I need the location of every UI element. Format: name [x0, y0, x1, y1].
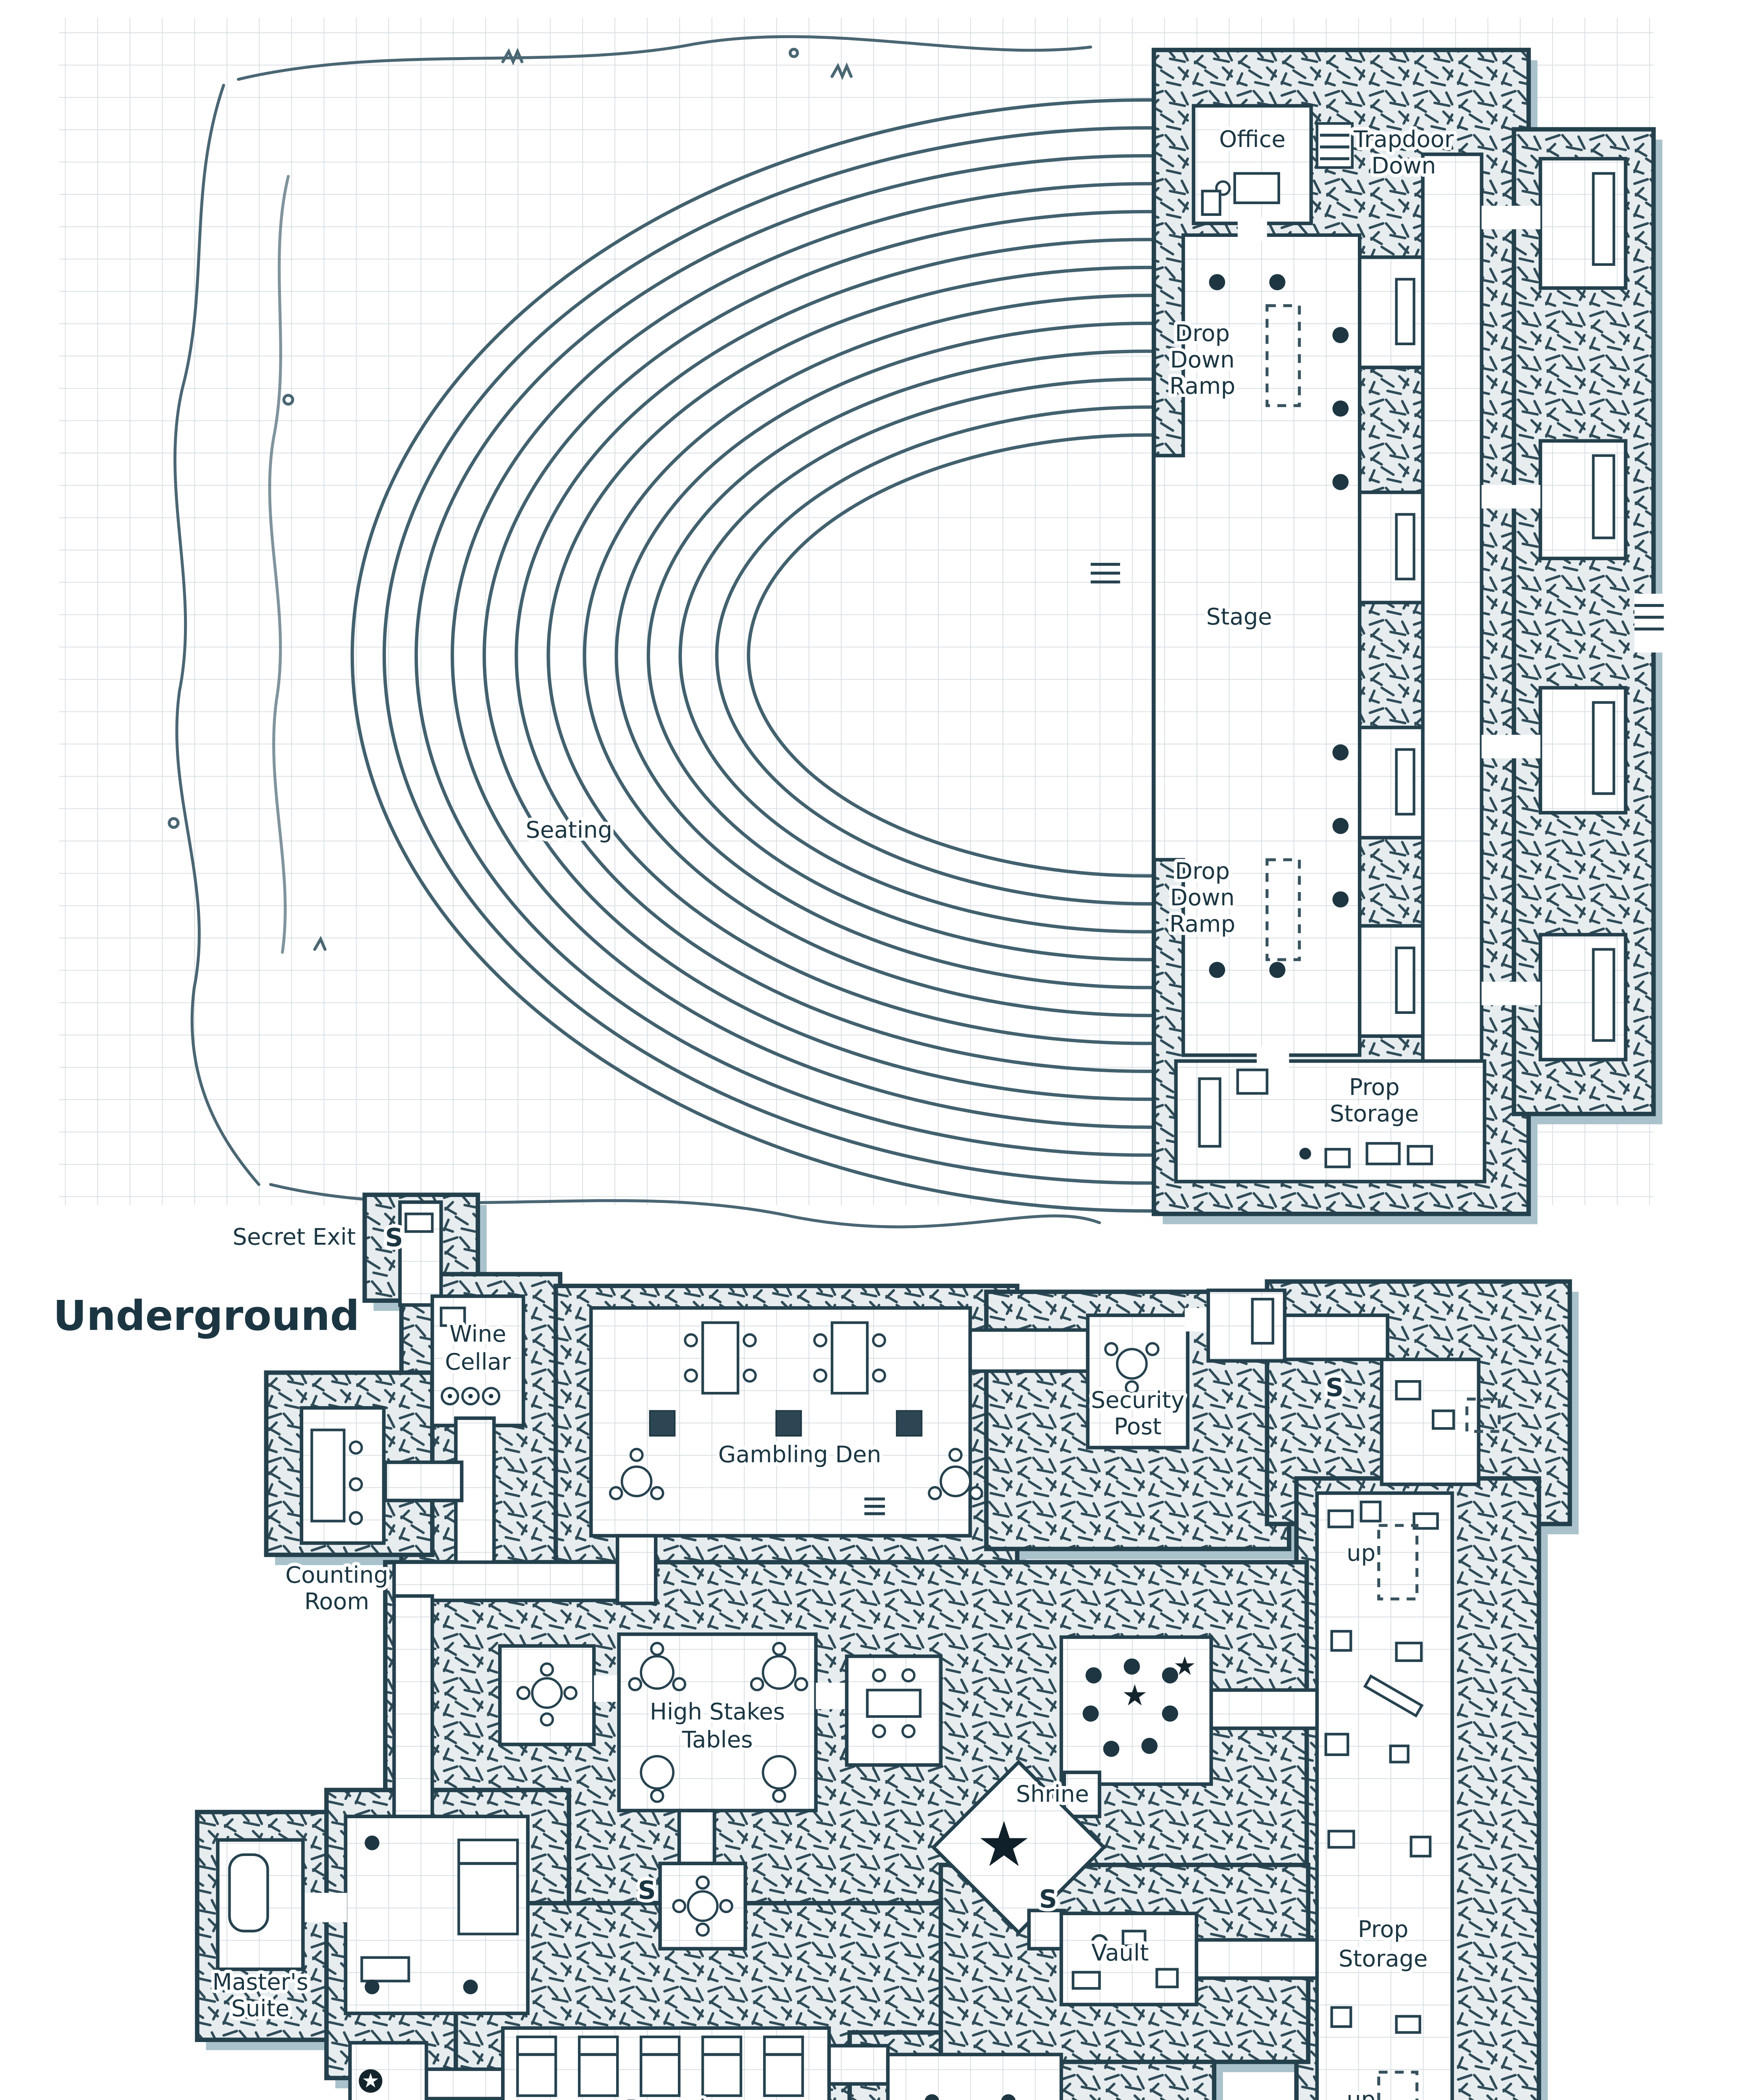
corridor — [615, 1534, 658, 1605]
drop-ramp-zone — [1265, 304, 1301, 407]
training-hall-room — [886, 2053, 1063, 2100]
underground-labels: Underground Secret Exit S Wine Cellar Co… — [50, 1220, 1431, 2100]
ward-room — [348, 2041, 428, 2100]
security-post-label: Security — [1091, 1387, 1185, 1413]
counting-room-label: Counting — [285, 1562, 388, 1588]
stage-front-grate-icon — [1090, 563, 1120, 584]
secret-door-marker: S — [638, 1876, 656, 1905]
prop-storage-label: Prop — [1349, 1074, 1399, 1100]
security-post-label: Post — [1114, 1413, 1161, 1440]
masters-suite-label: Suite — [231, 1995, 289, 2022]
masters-suite-label: Master's — [213, 1969, 308, 1995]
high-stakes-label: High Stakes — [650, 1698, 785, 1725]
corridor — [392, 1594, 434, 1822]
corridor — [1062, 1770, 1102, 1819]
trapdoor-label: Down — [1371, 152, 1436, 179]
barracks-label: Barracks — [625, 2095, 724, 2100]
shrine-room — [931, 1759, 1107, 1935]
theater-labels: Office Trapdoor Down Drop Down Ramp Stag… — [522, 123, 1457, 1130]
prop-storage-underground-label: Storage — [1339, 1945, 1428, 1972]
prop-storage-label: Storage — [1330, 1100, 1419, 1127]
stage-posts — [1209, 274, 1349, 978]
anteroom-cushions — [1082, 1656, 1195, 1757]
barracks-beds — [516, 2035, 804, 2097]
corridor — [383, 1460, 464, 1502]
drop-ramp-label: Down — [1170, 884, 1235, 911]
secret-door-marker: S — [1039, 1885, 1057, 1914]
stage-label: Stage — [1206, 604, 1272, 630]
seating-label: Seating — [526, 816, 612, 843]
side-entrance-icon — [1634, 604, 1664, 631]
prop-crates — [1324, 1500, 1439, 2034]
high-stakes-label: Tables — [682, 1726, 753, 1753]
security-post-room — [1086, 1313, 1190, 1449]
backstage-corridor — [1421, 152, 1483, 1097]
corridor — [1194, 1938, 1319, 1980]
office-label: Office — [1219, 126, 1286, 152]
drop-ramp-label: Ramp — [1169, 911, 1235, 937]
gambling-den-label: Gambling Den — [718, 1441, 881, 1468]
secret-exit-label: Secret Exit — [233, 1224, 356, 1250]
right-vestibule — [1380, 1357, 1480, 1486]
theater-rooms — [1152, 104, 1667, 1184]
trapdoor-icon — [1315, 122, 1354, 169]
stairs-up-label: up — [1347, 1540, 1376, 1566]
wine-cellar-label: Wine — [449, 1321, 506, 1347]
terrain-edges — [168, 35, 1101, 1228]
corridor — [1027, 1908, 1066, 1950]
drop-ramp-label: Ramp — [1169, 373, 1235, 399]
seating-arcs — [350, 98, 1190, 1213]
secret-door-marker: S — [385, 1223, 403, 1252]
drop-ramp-label: Down — [1170, 346, 1235, 373]
stairs-up — [1377, 2071, 1419, 2100]
stairs-up-label: up — [1347, 2087, 1376, 2100]
underground-title: Underground — [53, 1292, 360, 1340]
bed — [457, 1838, 519, 1935]
underground-furniture — [228, 1213, 1501, 2100]
stairs-up — [1377, 1524, 1419, 1601]
corridor — [1283, 1313, 1389, 1361]
secret-door-marker: S — [1326, 1373, 1344, 1402]
ward-seal-icon — [359, 2069, 383, 2093]
corridor — [425, 2067, 505, 2100]
corridor — [677, 1809, 717, 1866]
drop-ramp-label: Drop — [1175, 858, 1230, 884]
prop-storage-underground-label: Prop — [1358, 1916, 1408, 1942]
bathtub — [228, 1853, 269, 1932]
trapdoor-label: Trapdoor — [1353, 126, 1454, 152]
drop-ramp-label: Drop — [1175, 320, 1230, 346]
prop-storage-room-underground — [1315, 1491, 1454, 2100]
corridor — [827, 2044, 890, 2086]
corridor — [1209, 1688, 1319, 1730]
corridor — [968, 1328, 1090, 1373]
counting-room-label: Room — [304, 1588, 369, 1614]
shrine-label: Shrine — [1016, 1781, 1089, 1807]
corridor — [392, 1560, 649, 1602]
drop-ramp-zone — [1265, 858, 1301, 961]
vault-label: Vault — [1091, 1940, 1149, 1966]
wine-cellar-label: Cellar — [445, 1349, 511, 1375]
theater-furniture — [1090, 122, 1615, 1168]
side-table-room — [498, 1644, 596, 1746]
